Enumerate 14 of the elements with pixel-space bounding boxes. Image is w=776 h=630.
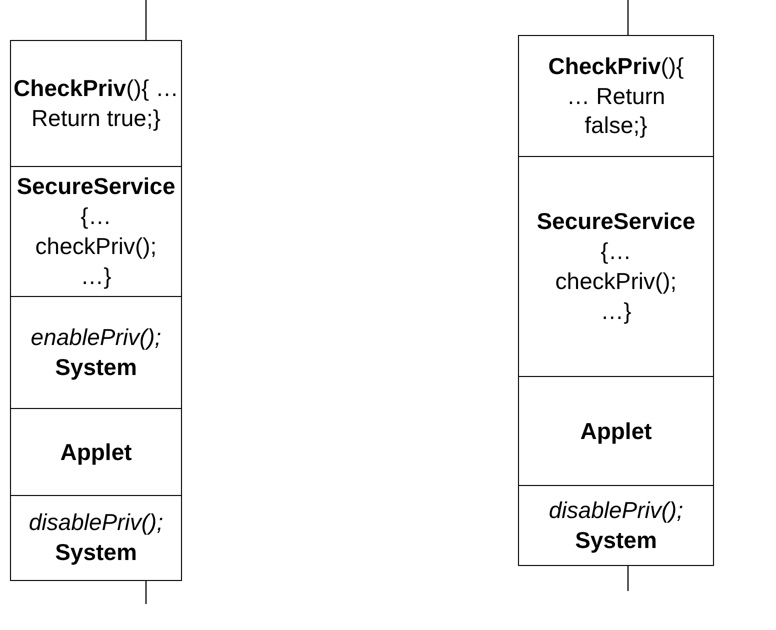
code-text: CheckPriv(){ … Return true;} xyxy=(12,74,180,133)
code-text: CheckPriv(){ … Return false;} xyxy=(547,52,685,140)
frame-title: System xyxy=(55,353,137,382)
frame-title: System xyxy=(575,526,657,555)
method-call: disablePriv(); xyxy=(28,508,164,538)
method-call: enablePriv(); xyxy=(30,323,162,352)
frame-title: SecureService xyxy=(536,207,696,236)
frame-title: Applet xyxy=(60,438,132,467)
frame-title: System xyxy=(55,538,137,567)
code-text: {… checkPriv(); …} xyxy=(554,237,678,326)
frame-title: SecureService xyxy=(16,172,176,202)
frame-title: Applet xyxy=(580,416,652,446)
code-text: {…checkPriv(); …} xyxy=(34,202,158,291)
method-call: disablePriv(); xyxy=(548,496,684,525)
